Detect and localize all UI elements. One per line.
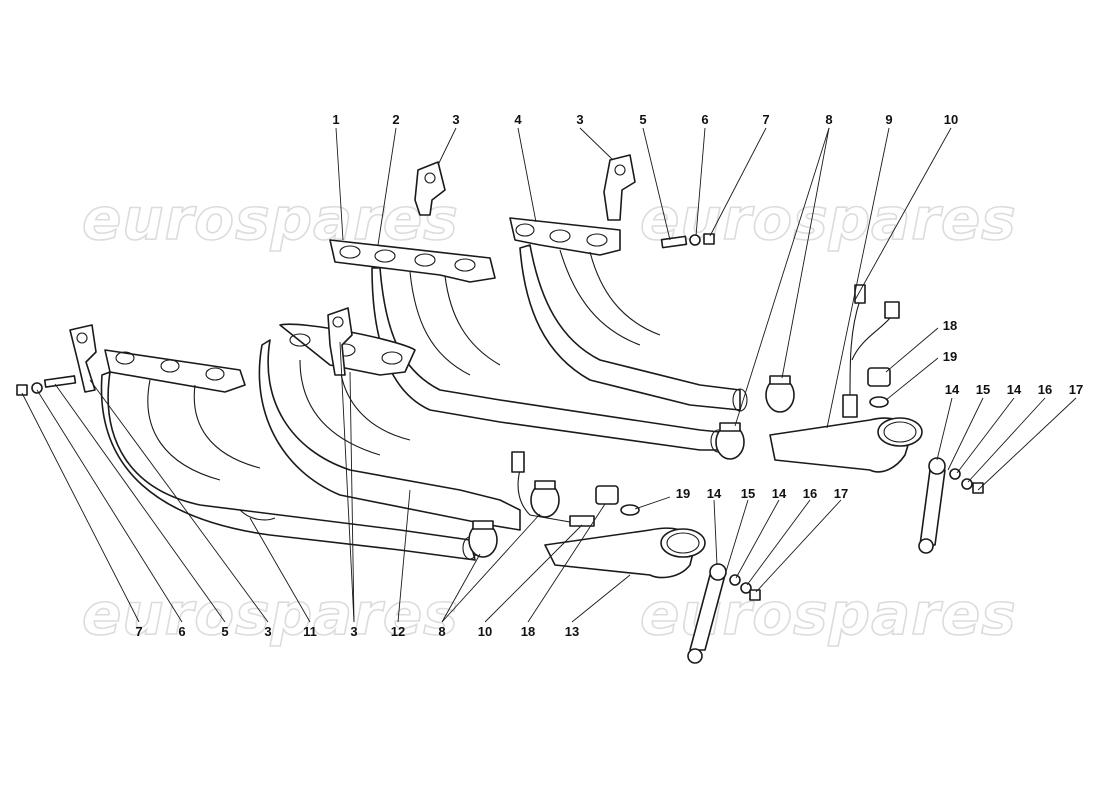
callout-top-4: 4 (514, 112, 522, 127)
callout-bottom-3: 5 (221, 624, 228, 639)
ground-strap-middle (687, 563, 761, 664)
clamp-lower-right (530, 480, 560, 518)
callout-bottom-8: 8 (438, 624, 445, 639)
manifold-front-right (329, 239, 726, 453)
plug-upper (867, 367, 891, 408)
callout-top-2: 2 (392, 112, 399, 127)
oxygen-sensor-lower (511, 451, 595, 527)
callout-bottom-9: 10 (478, 624, 492, 639)
callout-right-4: 15 (976, 382, 990, 397)
pipe-right (769, 417, 923, 473)
callout-top-11: 10 (944, 112, 958, 127)
callout-bottom-11: 13 (565, 624, 579, 639)
callout-mid-2: 14 (707, 486, 722, 501)
callout-bottom-1: 7 (135, 624, 142, 639)
callout-top-9: 8 (825, 112, 832, 127)
watermark-top-left: eurospares (81, 184, 459, 254)
plug-lower (595, 485, 640, 516)
callout-bottom-10: 18 (521, 624, 535, 639)
clamp-upper (765, 375, 795, 413)
watermark-bottom-left: eurospares (81, 579, 459, 649)
callout-bottom-4: 3 (264, 624, 271, 639)
callout-bottom-6: 3 (350, 624, 357, 639)
callout-mid-6: 17 (834, 486, 848, 501)
callout-top-10: 9 (885, 112, 892, 127)
callout-bottom-2: 6 (178, 624, 185, 639)
callout-right-3: 14 (945, 382, 960, 397)
clamp-lower-left (468, 520, 498, 558)
callout-bottom-7: 12 (391, 624, 405, 639)
ground-strap-right (918, 457, 984, 554)
manifold-middle (258, 323, 521, 531)
manifold-rear-right (509, 217, 748, 412)
bracket-top-right (603, 154, 636, 221)
fasteners-upper (660, 233, 715, 249)
pipe-left (544, 527, 706, 579)
callout-right-2: 19 (943, 349, 957, 364)
fasteners-left (16, 375, 77, 396)
callout-top-3: 3 (452, 112, 459, 127)
callout-right-5: 14 (1007, 382, 1022, 397)
clamp-middle (715, 422, 745, 460)
callout-mid-1: 19 (676, 486, 690, 501)
callout-numbers: 1 2 3 4 3 5 6 7 8 9 10 18 19 14 15 14 16… (135, 112, 1083, 639)
callout-right-6: 16 (1038, 382, 1052, 397)
bracket-left (69, 324, 97, 393)
callout-top-7: 6 (701, 112, 708, 127)
callout-top-8: 7 (762, 112, 769, 127)
callout-top-5: 3 (576, 112, 583, 127)
callout-mid-4: 14 (772, 486, 787, 501)
bracket-top-left (414, 161, 446, 216)
callout-bottom-5: 11 (303, 624, 317, 639)
watermark-top-right: eurospares (639, 184, 1017, 254)
bracket-middle (327, 307, 353, 376)
leader-lines (21, 127, 1077, 623)
callout-right-1: 18 (943, 318, 957, 333)
callout-right-7: 17 (1069, 382, 1083, 397)
callout-mid-5: 16 (803, 486, 817, 501)
callout-top-6: 5 (639, 112, 646, 127)
callout-top-1: 1 (332, 112, 339, 127)
manifold-left (100, 349, 478, 561)
oxygen-sensor-upper (842, 284, 900, 418)
callout-mid-3: 15 (741, 486, 755, 501)
